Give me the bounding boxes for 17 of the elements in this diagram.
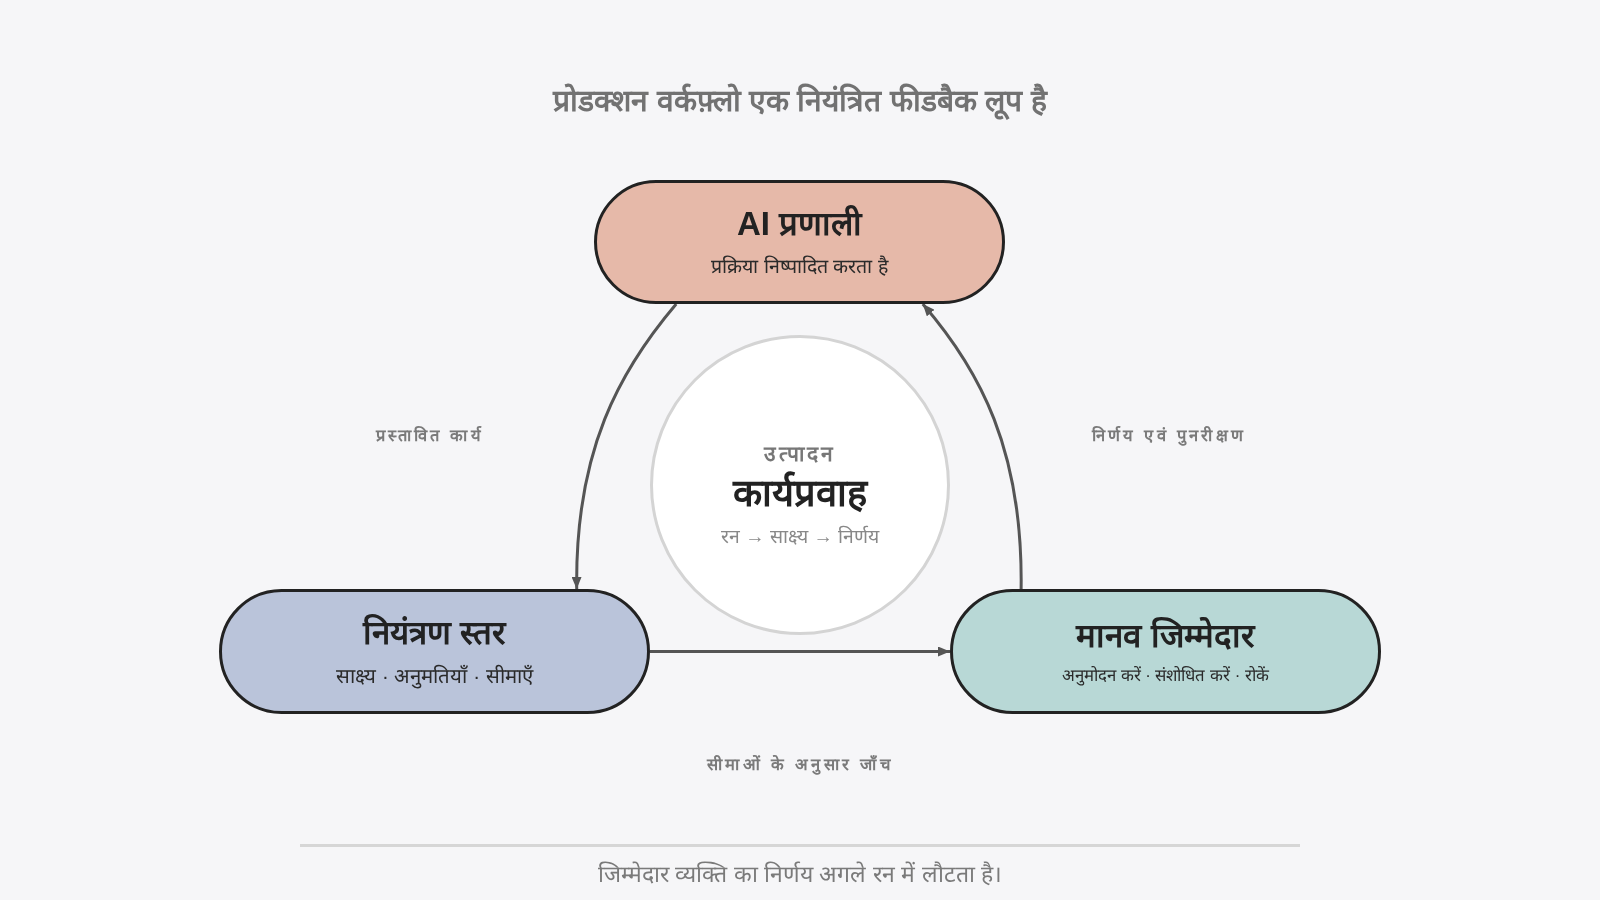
node-subtitle: रन → साक्ष्य → निर्णय <box>720 523 880 549</box>
node-subtitle: अनुमोदन करें · संशोधित करें · रोकें <box>1061 665 1270 688</box>
node-title: नियंत्रण स्तर <box>362 613 507 654</box>
diagram-title: प्रोडक्शन वर्कफ़्लो एक नियंत्रित फीडबैक लूप है <box>553 78 1047 120</box>
arrow <box>571 303 678 590</box>
node-title: मानव जिम्मेदार <box>1076 615 1255 656</box>
flow-label: निर्णय एवं पुनरीक्षण <box>1091 424 1247 446</box>
node-title: कार्यप्रवाह <box>733 470 867 517</box>
arrow <box>650 646 950 657</box>
node-title: AI प्रणाली <box>736 204 863 245</box>
node-subtitle: प्रक्रिया निष्पादित करता है <box>711 254 888 280</box>
arrow <box>921 303 1023 590</box>
node-subtitle: साक्ष्य · अनुमतियाँ · सीमाएँ <box>336 663 533 690</box>
flow-label: सीमाओं के अनुसार जाँच <box>707 753 893 775</box>
node-kicker: उत्पादन <box>764 441 836 467</box>
caption: जिम्मेदार व्यक्ति का निर्णय अगले रन में लौटता है। <box>597 860 1003 889</box>
flow-label: प्रस्तावित कार्य <box>376 424 484 446</box>
